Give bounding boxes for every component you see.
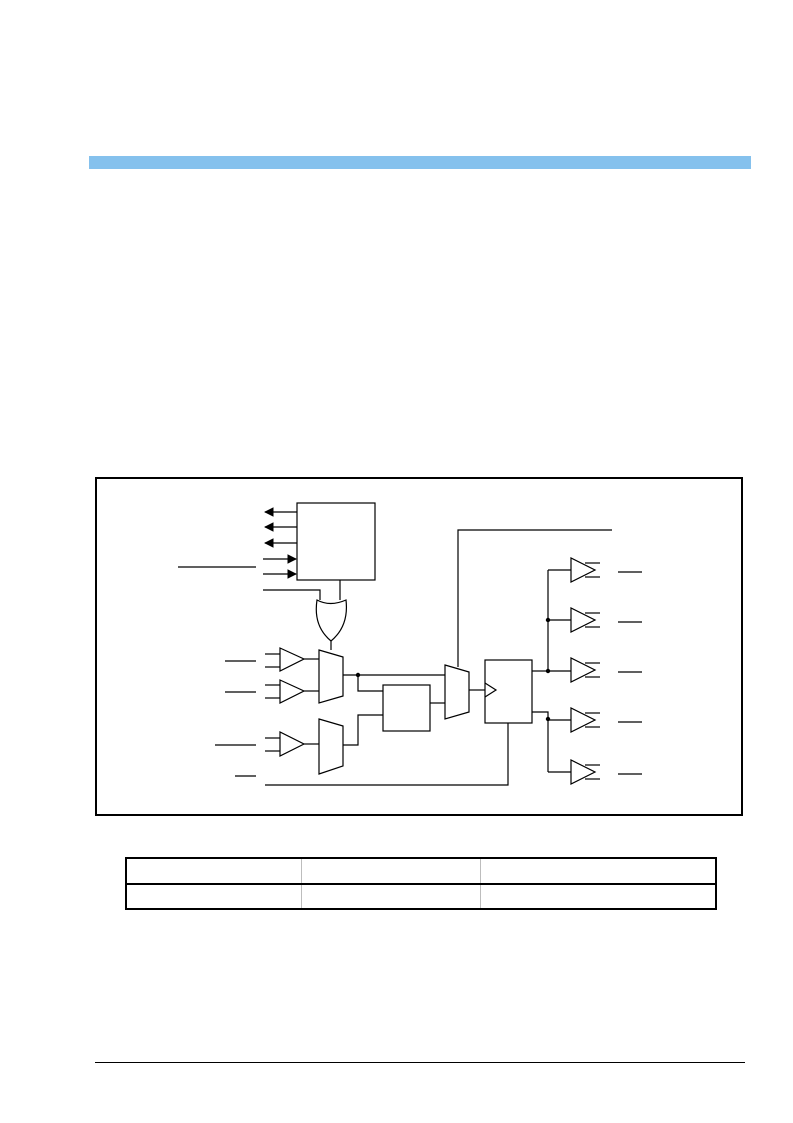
output-buffer-2 bbox=[570, 607, 597, 633]
table-cell bbox=[126, 884, 301, 909]
table-cell bbox=[479, 858, 716, 885]
table-row bbox=[126, 884, 716, 909]
table-header-row bbox=[126, 858, 716, 885]
table-cell bbox=[126, 858, 301, 885]
diagram-canvas bbox=[178, 502, 642, 786]
output-buffer-4 bbox=[570, 707, 597, 733]
or-feed-wire bbox=[263, 589, 321, 600]
mux-lower-out bbox=[343, 714, 383, 746]
ff-out-lower bbox=[532, 711, 549, 719]
table-cell bbox=[479, 884, 716, 909]
control-block bbox=[296, 502, 376, 581]
input-buffer-2 bbox=[279, 679, 306, 704]
clock-symbol bbox=[484, 682, 498, 698]
mux-upper bbox=[318, 649, 344, 704]
section-title-bar bbox=[89, 156, 751, 169]
block-diagram bbox=[95, 477, 743, 816]
mid-block bbox=[382, 684, 431, 732]
table-cell bbox=[300, 858, 480, 885]
flip-flop bbox=[484, 659, 533, 724]
table-cell bbox=[300, 884, 480, 909]
or-gate bbox=[315, 599, 348, 642]
junction-to-mid-wire bbox=[357, 675, 383, 692]
input-buffer-3 bbox=[279, 731, 306, 757]
mux-lower bbox=[318, 718, 344, 775]
output-buffer-1 bbox=[570, 557, 597, 583]
footer-rule bbox=[95, 1062, 745, 1063]
output-buffer-5 bbox=[570, 759, 597, 785]
output-buffer-3 bbox=[570, 657, 597, 683]
info-table bbox=[125, 857, 717, 910]
reset-wire bbox=[265, 723, 509, 786]
input-buffer-1 bbox=[279, 647, 306, 672]
top-feed-wire bbox=[457, 529, 612, 667]
mux-right bbox=[444, 664, 470, 720]
